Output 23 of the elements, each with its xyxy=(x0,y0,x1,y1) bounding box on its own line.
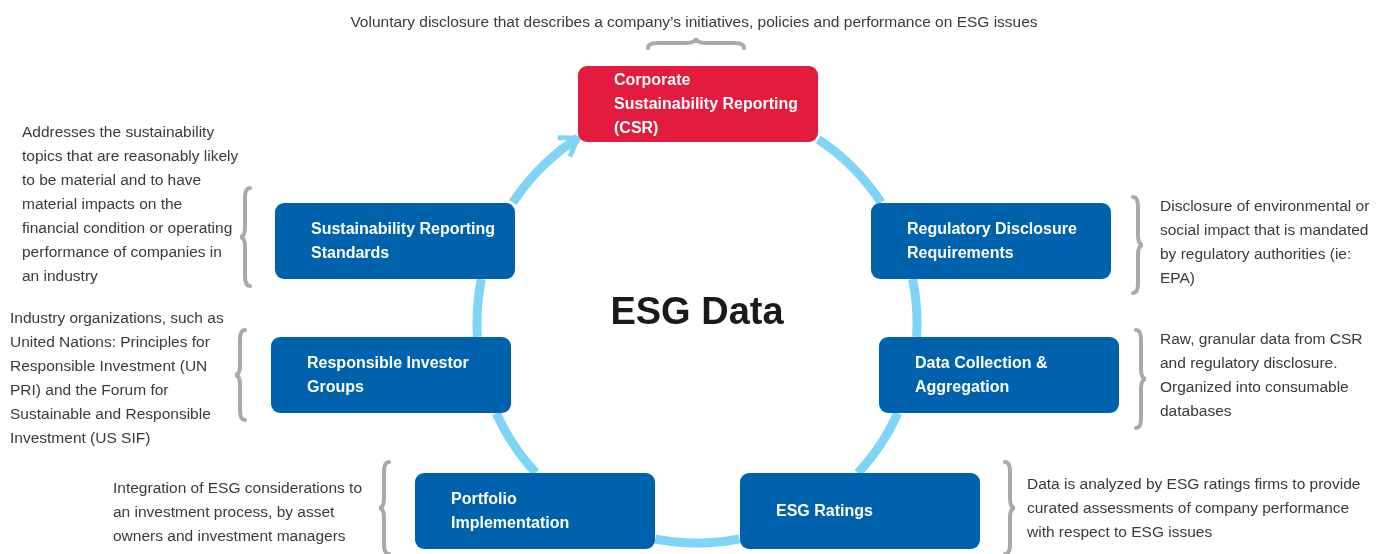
box-label: Portfolio Implementation xyxy=(451,489,571,533)
diagram-title: ESG Data xyxy=(610,289,784,333)
process-box xyxy=(415,473,655,549)
box-label: Sustainability Reporting Standards xyxy=(311,219,495,263)
description-text: Addresses the sustainability topics that are reasonably likely to be material and to have material impacts on the financial condition or operating performance of companies in an industry xyxy=(22,122,240,286)
process-box xyxy=(871,203,1111,279)
process-box xyxy=(271,337,511,413)
box-label: Regulatory Disclosure Requirements xyxy=(907,219,1078,263)
box-label: Corporate Sustainability Reporting (CSR) xyxy=(614,70,798,138)
description-text: Raw, granular data from CSR and regulatory disclosure. Organized into consumable databases xyxy=(1160,329,1364,421)
box-label: ESG Ratings xyxy=(776,501,873,521)
process-box xyxy=(740,473,980,549)
box-label: Responsible Investor Groups xyxy=(307,353,470,397)
description-text: Integration of ESG considerations to an investment process, by asset owners and investment managers xyxy=(113,478,363,546)
process-box xyxy=(578,66,818,142)
description-text: Disclosure of environmental or social impact that is mandated by regulatory authorities (ie: EPA) xyxy=(1160,196,1371,288)
process-box xyxy=(275,203,515,279)
box-label: Data Collection & Aggregation xyxy=(915,353,1049,397)
description-text: Industry organizations, such as United Nations: Principles for Responsible Investment (UN PRI) and the Forum for Sustainable and Responsible Investment (US SIF) xyxy=(10,308,225,448)
process-box xyxy=(879,337,1119,413)
description-text: Data is analyzed by ESG ratings firms to provide curated assessments of company performance with respect to ESG issues xyxy=(1027,474,1362,542)
cycle-arrow xyxy=(508,133,582,207)
description-text: Voluntary disclosure that describes a company’s initiatives, policies and performance on ESG issues xyxy=(349,12,1039,32)
